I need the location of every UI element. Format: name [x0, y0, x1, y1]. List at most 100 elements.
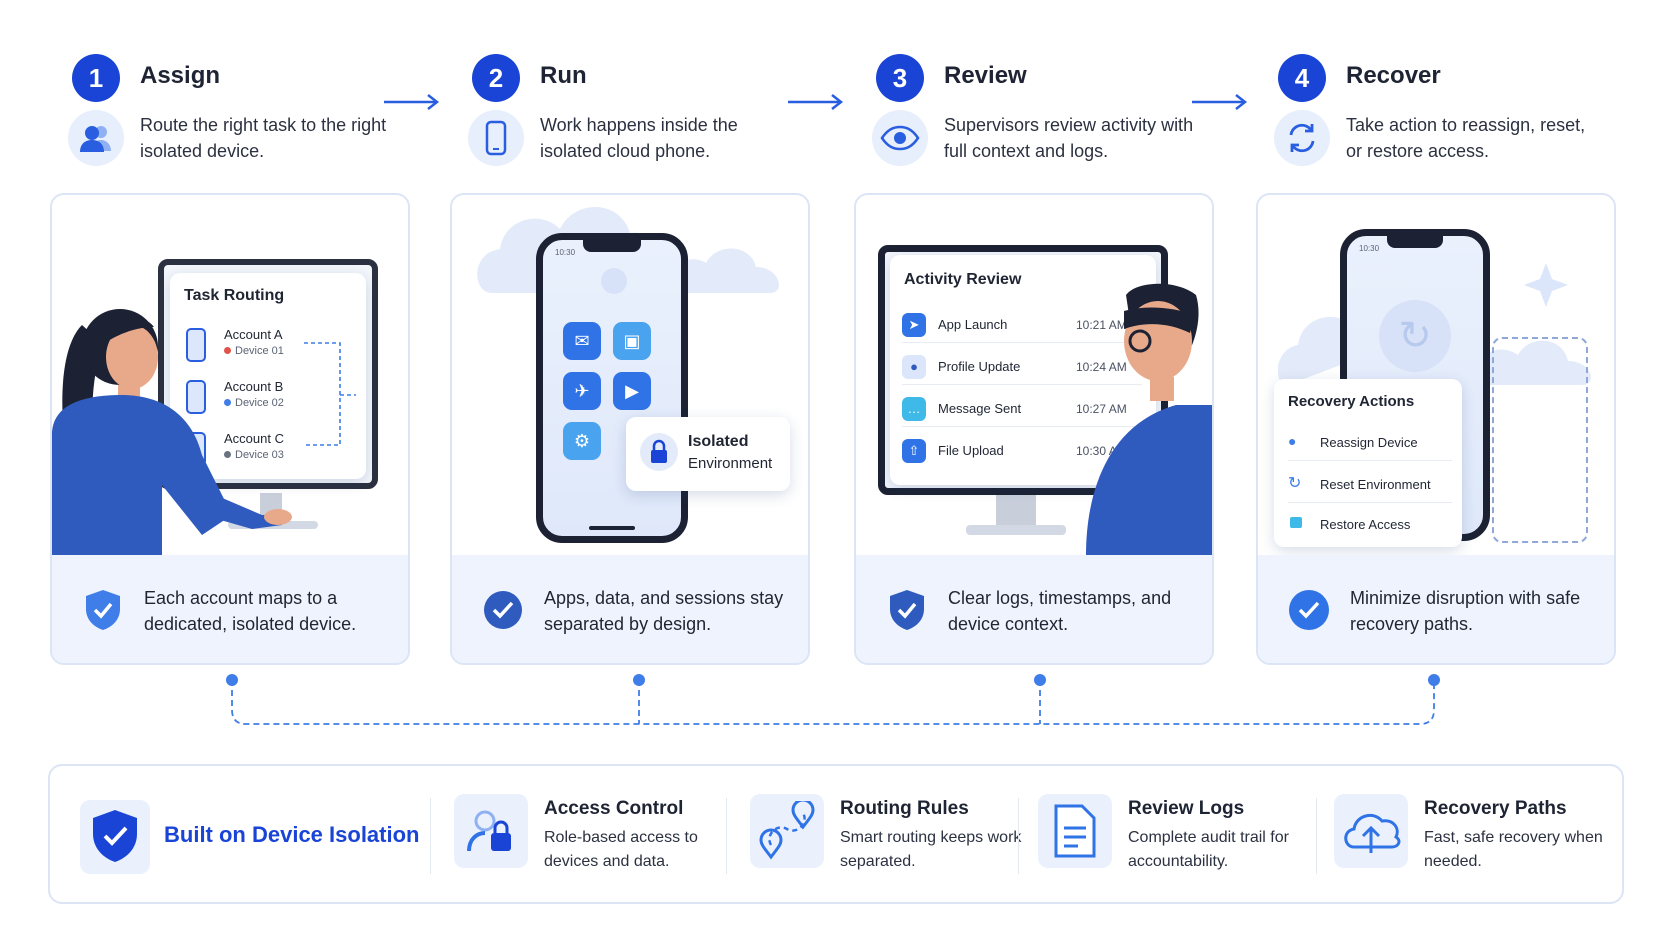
action-label: Restore Access	[1320, 517, 1411, 532]
step-description: Route the right task to the right isolat…	[140, 115, 387, 161]
divider	[430, 798, 431, 874]
step-run: 2 Run Work happens inside the isolated c…	[450, 50, 830, 170]
step-title: Recover	[1346, 62, 1441, 89]
step-number: 2	[472, 54, 520, 102]
check-circle-icon	[484, 591, 522, 629]
card-footer: Clear logs, timestamps, and device conte…	[856, 555, 1212, 663]
shield-check-icon	[86, 590, 120, 630]
step-review: 3 Review Supervisors review activity wit…	[854, 50, 1234, 170]
feature-recovery-paths: Recovery Paths Fast, safe recovery when …	[1334, 786, 1604, 886]
refresh-icon: ↻	[1379, 300, 1451, 372]
list-item[interactable]: … Message Sent 10:27 AM	[902, 393, 1142, 427]
action-label: Reset Environment	[1320, 477, 1431, 492]
ghost-phone	[1492, 337, 1588, 543]
status-dot	[224, 451, 231, 458]
upload-icon: ⇧	[902, 439, 926, 463]
document-icon	[1038, 794, 1112, 868]
feature-routing-rules: Routing Rules Smart routing keeps work s…	[750, 786, 1021, 886]
routing-lines	[304, 342, 356, 446]
device-label: Device 02	[224, 397, 284, 409]
step-number: 3	[876, 54, 924, 102]
card-footer: Each account maps to a dedicated, isolat…	[52, 555, 408, 663]
feature-title: Review Logs	[1128, 798, 1245, 819]
divider	[1018, 798, 1019, 874]
step-title: Run	[540, 62, 587, 89]
phone-icon	[186, 380, 206, 414]
device-label: Device 01	[224, 345, 284, 357]
list-item[interactable]: Account B Device 02	[184, 377, 304, 419]
message-icon: …	[902, 397, 926, 421]
avatar	[601, 268, 627, 294]
isolation-headline: Built on Device Isolation	[164, 822, 420, 847]
step-title: Review	[944, 62, 1027, 89]
activity-label: Message Sent	[938, 401, 1022, 416]
feature-description: Complete audit trail for accountability.	[1128, 829, 1289, 870]
travel-app-icon[interactable]: ✈	[563, 372, 601, 410]
reassign-device-button[interactable]: ● Reassign Device	[1288, 427, 1452, 461]
phone-icon	[468, 110, 524, 166]
card-recover: 10:30 ↻ Recovery Actions ● Reassign Devi…	[1256, 193, 1616, 665]
review-illustration: Activity Review ➤ App Launch 10:21 AM ● …	[856, 195, 1212, 555]
refresh-icon: ↻	[1288, 475, 1302, 492]
refresh-icon	[1274, 110, 1330, 166]
account-label: Account A	[224, 327, 283, 342]
check-circle-icon	[1289, 590, 1329, 630]
settings-app-icon[interactable]: ⚙	[563, 422, 601, 460]
arrow-right-icon	[788, 94, 844, 110]
device-label: Device 03	[224, 449, 284, 461]
restore-access-button[interactable]: Restore Access	[1288, 511, 1452, 541]
lock-icon	[1290, 517, 1302, 528]
feature-title: Access Control	[544, 798, 684, 819]
feature-review-logs: Review Logs Complete audit trail for acc…	[1038, 786, 1308, 886]
activity-label: Profile Update	[938, 359, 1021, 374]
account-label: Account C	[224, 431, 284, 446]
status-dot	[224, 399, 231, 406]
card-footer-text: Each account maps to a dedicated, isolat…	[144, 588, 357, 634]
card-review: Activity Review ➤ App Launch 10:21 AM ● …	[854, 193, 1214, 665]
route-icon	[750, 794, 824, 868]
divider	[1316, 798, 1317, 874]
step-number: 4	[1278, 54, 1326, 102]
step-recover: 4 Recover Take action to reassign, reset…	[1256, 50, 1636, 170]
users-icon	[68, 110, 124, 166]
feature-title: Recovery Paths	[1424, 798, 1567, 819]
task-routing-window: Task Routing Account A Device 01 Account…	[170, 273, 366, 479]
list-item[interactable]: Account A Device 01	[184, 325, 304, 367]
action-label: Reassign Device	[1320, 435, 1418, 450]
recover-illustration: 10:30 ↻ Recovery Actions ● Reassign Devi…	[1258, 195, 1614, 555]
shop-app-icon[interactable]: ▣	[613, 322, 651, 360]
task-routing-title: Task Routing	[184, 287, 285, 304]
feature-description: Role-based access to devices and data.	[544, 829, 698, 870]
shield-check-icon	[80, 800, 150, 874]
phone-icon	[186, 328, 206, 362]
reset-environment-button[interactable]: ↻ Reset Environment	[1288, 469, 1452, 503]
shield-check-icon	[890, 590, 924, 630]
connector-lines	[226, 674, 1440, 725]
activity-time: 10:21 AM	[1076, 318, 1127, 332]
lock-icon	[640, 433, 678, 471]
card-footer-text: Apps, data, and sessions stay separated …	[544, 588, 784, 634]
activity-time: 10:24 AM	[1076, 360, 1127, 374]
account-label: Account B	[224, 379, 284, 394]
card-run: 10:30 ✉ ▣ ✈ ▶ ⚙ Isolated Environment App…	[450, 193, 810, 665]
activity-review-window: Activity Review ➤ App Launch 10:21 AM ● …	[890, 255, 1156, 485]
isolated-environment-card: Isolated Environment	[626, 417, 790, 491]
chat-app-icon[interactable]: ✉	[563, 322, 601, 360]
cloud-upload-icon	[1334, 794, 1408, 868]
card-footer: Apps, data, and sessions stay separated …	[452, 555, 808, 663]
list-item[interactable]: ● Profile Update 10:24 AM	[902, 351, 1142, 385]
list-item[interactable]: ➤ App Launch 10:21 AM	[902, 309, 1142, 343]
divider	[726, 798, 727, 874]
feature-description: Fast, safe recovery when needed.	[1424, 829, 1603, 870]
step-assign: 1 Assign Route the right task to the rig…	[50, 50, 430, 170]
eye-icon	[872, 110, 928, 166]
step-title: Assign	[140, 62, 221, 89]
video-app-icon[interactable]: ▶	[613, 372, 651, 410]
person-illustration	[52, 309, 292, 555]
phone: 10:30 ✉ ▣ ✈ ▶ ⚙	[536, 233, 688, 543]
users-icon: ●	[1288, 433, 1297, 449]
feature-description: Smart routing keeps work separated.	[840, 829, 1022, 870]
status-time: 10:30	[555, 248, 576, 257]
activity-label: App Launch	[938, 317, 1008, 332]
status-time: 10:30	[1359, 244, 1380, 253]
